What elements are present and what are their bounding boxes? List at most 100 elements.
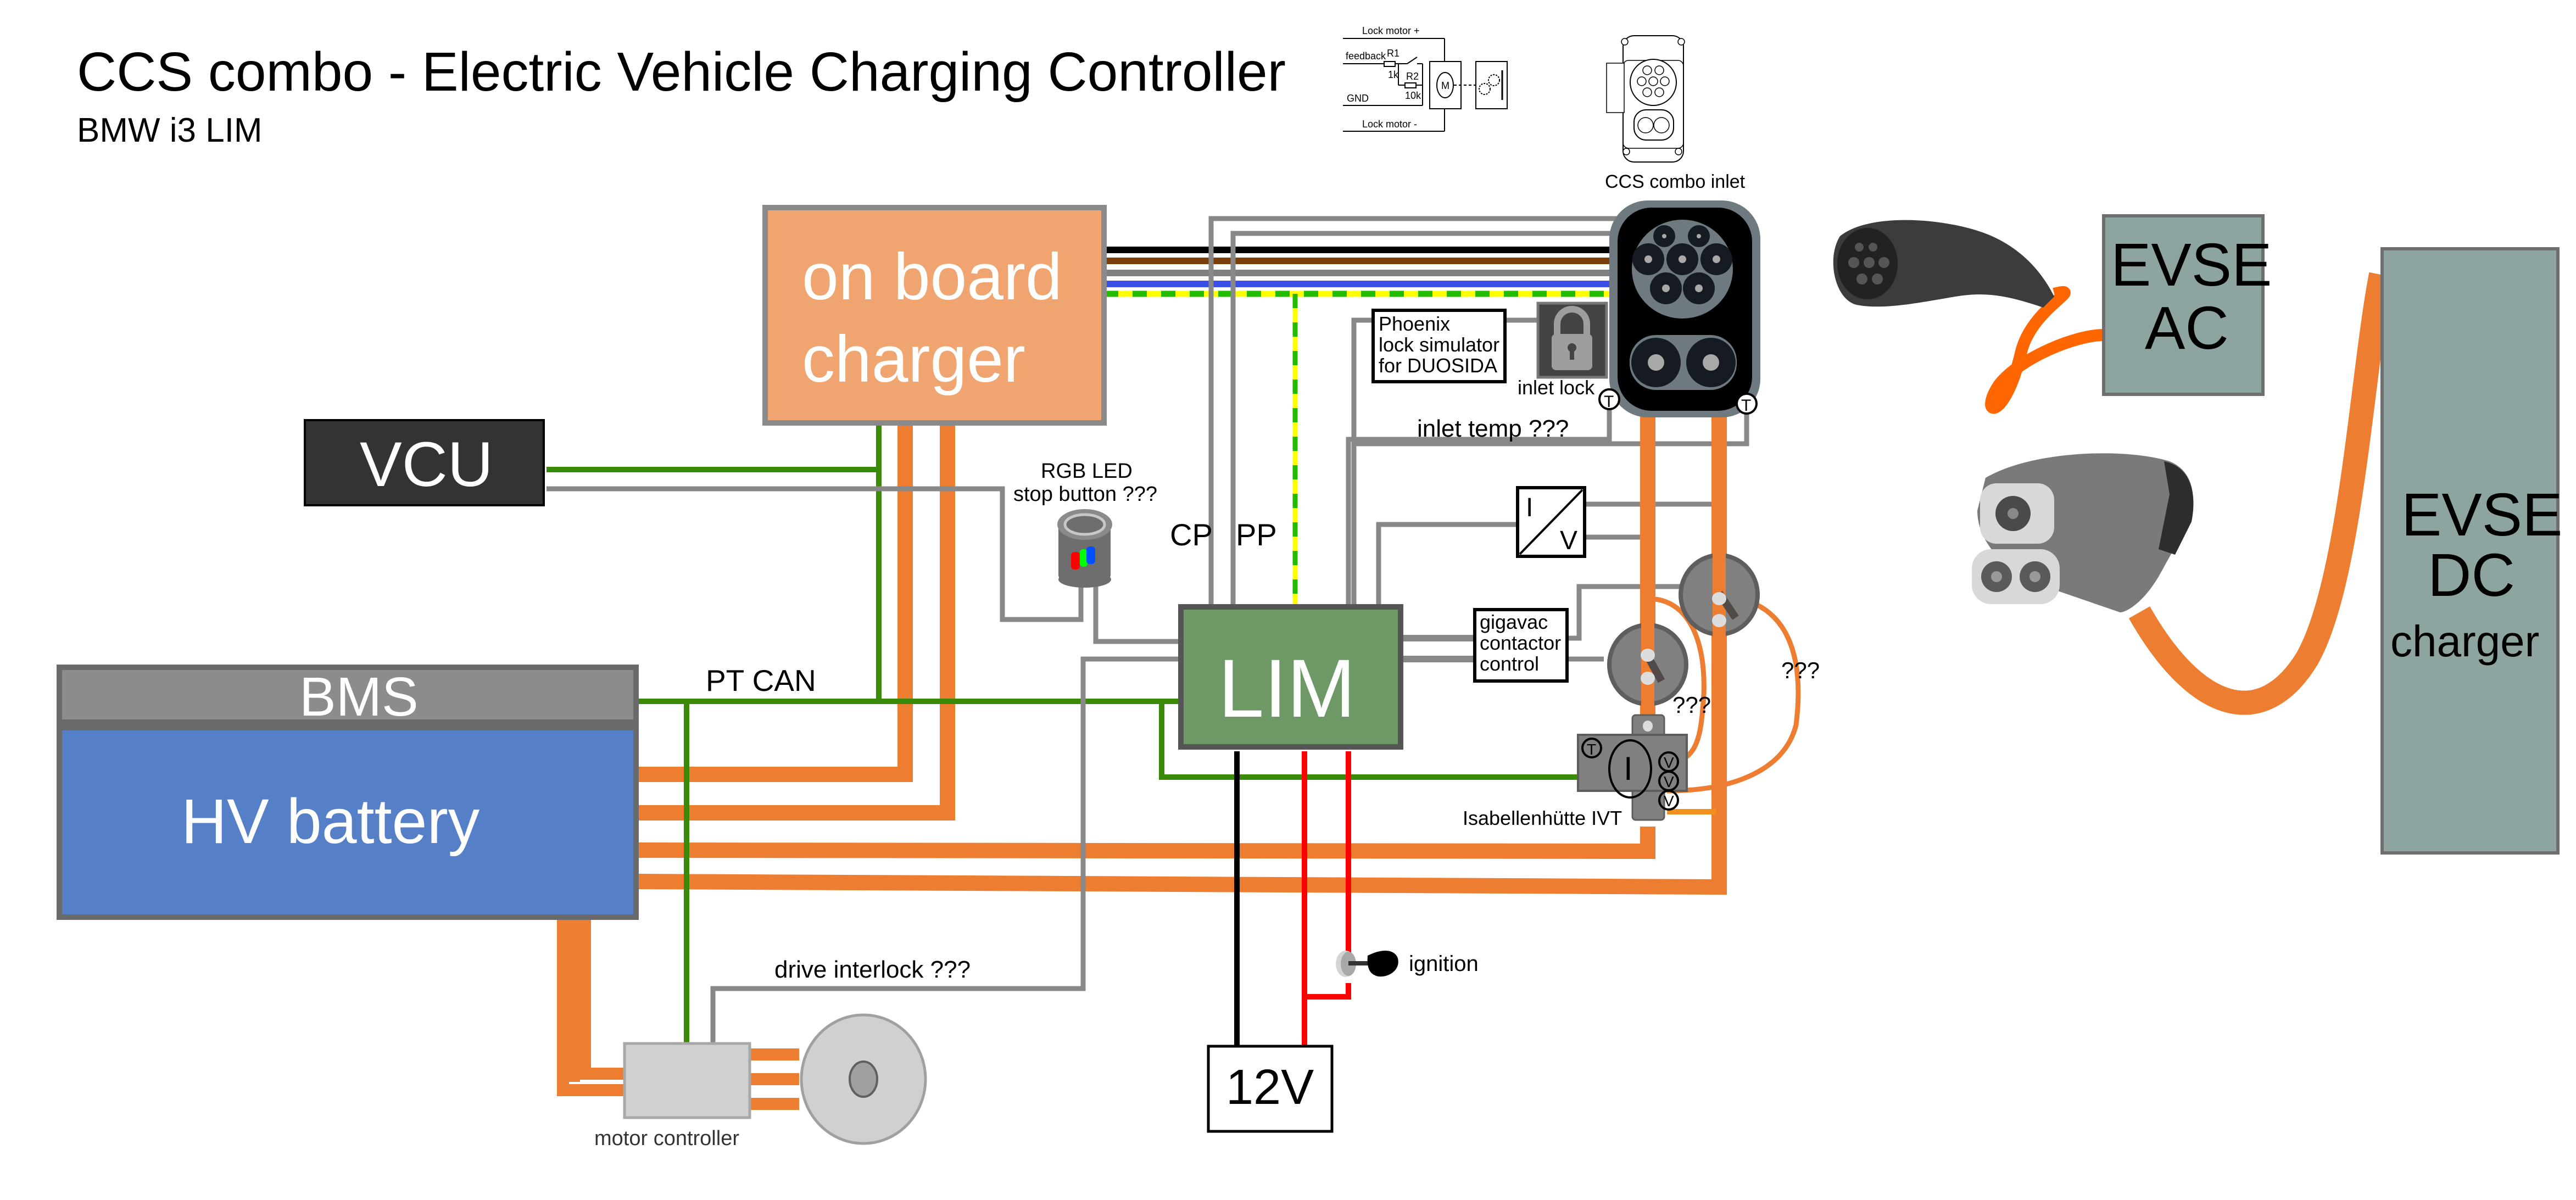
ccs-combo-inlet[interactable]: T T bbox=[1598, 200, 1760, 417]
temp-sensor-icon bbox=[1598, 388, 1620, 410]
inlet-temp-label: inlet temp ??? bbox=[1417, 415, 1569, 442]
hv-battery[interactable]: HV battery bbox=[57, 725, 639, 920]
unknown-label-1: ??? bbox=[1672, 692, 1711, 718]
resistor-r1 bbox=[1384, 61, 1396, 67]
page-subtitle: BMW i3 LIM bbox=[77, 111, 263, 149]
current-sensor-icon bbox=[1608, 739, 1652, 799]
bms[interactable]: BMS bbox=[57, 665, 639, 728]
pp-label: PP bbox=[1236, 517, 1277, 552]
obc-label-1: on board bbox=[802, 240, 1062, 314]
r1-value: 1k bbox=[1388, 69, 1399, 80]
ivt-v3-label: V bbox=[1664, 792, 1674, 810]
evse-ac-label-2: AC bbox=[2145, 294, 2229, 362]
rgb-led-label-1: RGB LED bbox=[1041, 460, 1133, 483]
evse-dc-label-3: charger bbox=[2390, 617, 2539, 666]
contactor-2[interactable] bbox=[1679, 552, 1760, 681]
vcu[interactable]: VCU bbox=[304, 419, 545, 506]
padlock-icon bbox=[1554, 306, 1590, 335]
wire-12v-ignition bbox=[1302, 751, 1351, 1000]
wire-drive-interlock bbox=[710, 656, 1181, 1046]
electric-motor-icon bbox=[800, 1013, 927, 1145]
bms-label: BMS bbox=[299, 666, 419, 728]
wire-hv-obc-1 bbox=[637, 423, 913, 782]
wire-cp bbox=[1208, 216, 1623, 607]
lock-sim-label-3: for DUOSIDA bbox=[1379, 354, 1497, 377]
r1-label: R1 bbox=[1387, 48, 1399, 59]
gigavac-label-3: control bbox=[1480, 652, 1539, 675]
wire-hv-dc-plus bbox=[637, 827, 1655, 859]
motor-controller-label: motor controller bbox=[594, 1127, 739, 1150]
evse-dc-cable bbox=[2128, 272, 2393, 715]
resistor-r2 bbox=[1404, 82, 1417, 88]
battery-12v[interactable]: 12V bbox=[1207, 1045, 1334, 1133]
current-voltage-converter[interactable]: I V bbox=[1516, 486, 1586, 558]
led-blue-icon bbox=[1086, 546, 1095, 564]
led-green-icon bbox=[1080, 549, 1088, 567]
gigavac-label-2: contactor bbox=[1480, 632, 1561, 654]
battery-12v-label: 12V bbox=[1226, 1060, 1314, 1115]
lock-schematic: Lock motor + feedback R1 1k R2 10k GND L… bbox=[1343, 25, 1746, 192]
motor-label: M bbox=[1441, 80, 1449, 91]
ignition-label: ignition bbox=[1409, 952, 1479, 976]
phoenix-lock-simulator[interactable]: Phoenix lock simulator for DUOSIDA bbox=[1371, 309, 1507, 383]
inlet-lock-label: inlet lock bbox=[1518, 376, 1595, 399]
rgb-led-stop-button[interactable]: RGB LED stop button ??? bbox=[1013, 460, 1157, 588]
temp-sensor-label-2: T bbox=[1741, 397, 1751, 415]
iv-i-label: I bbox=[1526, 493, 1533, 522]
lock-motor-plus-label: Lock motor + bbox=[1362, 25, 1420, 36]
pt-can-label: PT CAN bbox=[706, 663, 816, 697]
gears-icon bbox=[1479, 70, 1503, 100]
feedback-label: feedback bbox=[1346, 51, 1386, 62]
r2-label: R2 bbox=[1406, 71, 1419, 82]
inlet-lock[interactable]: inlet lock bbox=[1518, 302, 1608, 399]
temp-sensor-icon bbox=[1736, 393, 1758, 415]
obc-label-2: charger bbox=[802, 322, 1025, 396]
page-title: CCS combo - Electric Vehicle Charging Co… bbox=[77, 41, 1286, 103]
ignition-key[interactable]: ignition bbox=[1336, 950, 1479, 977]
evse-dc-charger[interactable]: EVSE DC charger bbox=[2380, 247, 2562, 855]
ivt-label: Isabellenhütte IVT bbox=[1463, 807, 1622, 829]
motor-controller[interactable]: motor controller bbox=[594, 1042, 751, 1150]
temp-sensor-label-1: T bbox=[1604, 393, 1614, 411]
contactor-1[interactable] bbox=[1607, 604, 1688, 739]
ccs-inlet-caption: CCS combo inlet bbox=[1605, 171, 1746, 192]
motor-icon bbox=[1436, 72, 1454, 98]
evse-ac-label-1: EVSE bbox=[2111, 231, 2272, 299]
vcu-label: VCU bbox=[360, 429, 493, 500]
on-board-charger[interactable]: on board charger bbox=[762, 205, 1107, 426]
led-red-icon bbox=[1071, 552, 1080, 570]
lock-sim-label-1: Phoenix bbox=[1379, 312, 1450, 335]
ivt-v1-label: V bbox=[1664, 754, 1674, 771]
evse-ac-cable bbox=[1985, 286, 2104, 414]
lim[interactable]: LIM bbox=[1178, 604, 1403, 750]
hv-battery-label: HV battery bbox=[181, 786, 480, 857]
drive-interlock-label: drive interlock ??? bbox=[774, 956, 971, 983]
unknown-label-2: ??? bbox=[1781, 657, 1820, 683]
evse-ac[interactable]: EVSE AC bbox=[2102, 214, 2272, 396]
lim-label: LIM bbox=[1218, 642, 1356, 734]
gnd-label: GND bbox=[1347, 93, 1369, 104]
lock-sim-label-2: lock simulator bbox=[1379, 333, 1499, 356]
ccs-inlet-drawing-icon bbox=[1606, 35, 1685, 163]
ivt-t-label: T bbox=[1587, 741, 1596, 758]
ccs-dc-plug-icon bbox=[1972, 453, 2194, 612]
rgb-led-label-2: stop button ??? bbox=[1013, 483, 1157, 506]
cp-label: CP bbox=[1170, 517, 1213, 552]
isabellenhutte-ivt[interactable]: T I V V V Isabellenhütte IVT bbox=[1463, 714, 1688, 829]
r2-value: 10k bbox=[1405, 90, 1421, 101]
type2-ac-plug-icon bbox=[1833, 220, 2054, 308]
wire-inlet-temp-1 bbox=[1346, 409, 1612, 607]
evse-dc-label-2: DC bbox=[2428, 542, 2515, 609]
ivt-v2-label: V bbox=[1664, 773, 1674, 790]
key-icon bbox=[1348, 961, 1373, 965]
gigavac-contactor-control[interactable]: gigavac contactor control bbox=[1473, 608, 1569, 683]
wires bbox=[547, 216, 2393, 1110]
wire-hv-obc-2 bbox=[637, 423, 955, 821]
evse-dc-label-1: EVSE bbox=[2401, 481, 2562, 549]
ivt-i-label: I bbox=[1624, 750, 1633, 787]
gigavac-label-1: gigavac bbox=[1480, 611, 1548, 633]
wire-pp bbox=[1230, 231, 1623, 607]
iv-v-label: V bbox=[1560, 526, 1577, 555]
wire-inlet-temp-2 bbox=[1351, 412, 1749, 607]
